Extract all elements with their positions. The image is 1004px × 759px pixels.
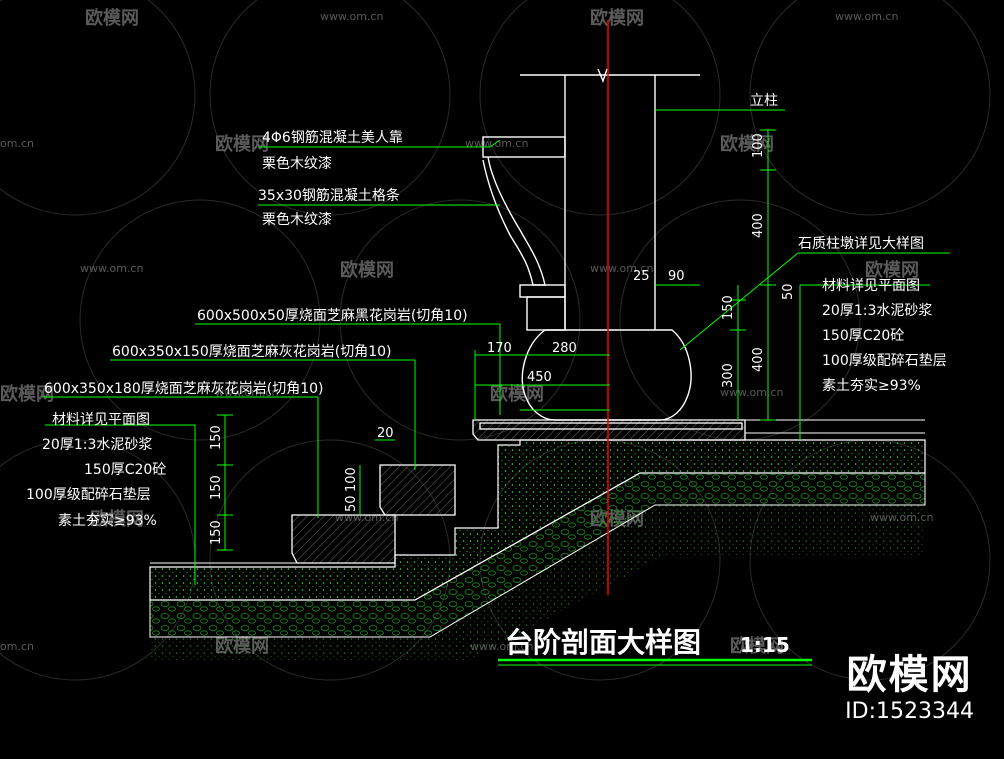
- svg-text:90: 90: [668, 269, 685, 284]
- svg-text:100: 100: [344, 467, 359, 492]
- step-top: [472, 419, 746, 441]
- column-assembly: [482, 68, 700, 421]
- label-backrest-2: 栗色木纹漆: [262, 155, 332, 172]
- layer-list-left: 材料详见平面图 20厚1:3水泥砂浆 150厚C20砼 100厚级配碎石垫层 素…: [26, 412, 166, 529]
- step-low: [291, 514, 396, 564]
- svg-text:素土夯实≥93%: 素土夯实≥93%: [58, 513, 157, 529]
- svg-text:欧模网: 欧模网: [490, 383, 544, 405]
- svg-text:25: 25: [633, 269, 650, 284]
- svg-text:150: 150: [209, 520, 224, 545]
- svg-text:om.cn: om.cn: [0, 137, 34, 150]
- svg-text:50: 50: [344, 495, 359, 512]
- label-column: 立柱: [750, 93, 778, 109]
- svg-text:欧模网: 欧模网: [590, 7, 644, 29]
- granite-steps: [291, 419, 746, 564]
- svg-text:450: 450: [527, 370, 552, 385]
- svg-text:材料详见平面图: 材料详见平面图: [52, 412, 150, 428]
- svg-text:欧模网: 欧模网: [90, 508, 144, 530]
- svg-text:www.om.cn: www.om.cn: [215, 386, 278, 399]
- label-slab-mid: 600x350x150厚烧面芝麻灰花岗岩(切角10): [112, 344, 391, 360]
- label-slab-low: 600x350x180厚烧面芝麻灰花岗岩(切角10): [44, 381, 323, 397]
- svg-text:280: 280: [552, 341, 577, 356]
- svg-text:www.om.cn: www.om.cn: [465, 137, 528, 150]
- svg-text:www.om.cn: www.om.cn: [320, 10, 383, 23]
- annotation-labels: 立柱 4Φ6钢筋混凝土美人靠 栗色木纹漆 35x30钢筋混凝土格条 栗色木纹漆 …: [44, 93, 924, 397]
- step-mid: [379, 464, 456, 516]
- svg-text:素土夯实≥93%: 素土夯实≥93%: [822, 378, 921, 394]
- svg-text:欧模网: 欧模网: [865, 259, 919, 281]
- brand-watermark: 欧模网 ID:1523344: [845, 652, 974, 726]
- label-slat-1: 35x30钢筋混凝土格条: [258, 187, 400, 204]
- svg-text:材料详见平面图: 材料详见平面图: [822, 278, 920, 294]
- svg-text:欧模网: 欧模网: [340, 259, 394, 281]
- svg-text:欧模网: 欧模网: [0, 383, 54, 405]
- svg-text:欧模网: 欧模网: [85, 7, 139, 29]
- drawing-title: 台阶剖面大样图: [505, 626, 701, 659]
- leader-lines: [42, 109, 950, 585]
- brand-id: ID:1523344: [845, 699, 974, 724]
- svg-text:100厚级配碎石垫层: 100厚级配碎石垫层: [822, 353, 947, 369]
- svg-text:150: 150: [209, 425, 224, 450]
- label-backrest-1: 4Φ6钢筋混凝土美人靠: [262, 129, 403, 146]
- layer-list-right: 材料详见平面图 20厚1:3水泥砂浆 150厚C20砼 100厚级配碎石垫层 素…: [822, 278, 947, 394]
- svg-text:400: 400: [751, 347, 766, 372]
- svg-text:www.om.cn: www.om.cn: [835, 10, 898, 23]
- label-slat-2: 栗色木纹漆: [262, 211, 332, 228]
- svg-text:150厚C20砼: 150厚C20砼: [84, 462, 166, 478]
- label-pier-ref: 石质柱墩详见大样图: [798, 236, 924, 252]
- drawing-scale: 1:15: [740, 633, 790, 657]
- svg-text:20厚1:3水泥砂浆: 20厚1:3水泥砂浆: [822, 303, 932, 319]
- svg-text:150: 150: [721, 295, 736, 320]
- ground-section: [149, 419, 926, 660]
- svg-text:50: 50: [781, 283, 796, 300]
- svg-text:欧模网: 欧模网: [730, 635, 784, 657]
- label-slab-top: 600x500x50厚烧面芝麻黑花岗岩(切角10): [197, 308, 468, 324]
- svg-text:om.cn: om.cn: [0, 640, 34, 653]
- svg-text:20: 20: [377, 426, 394, 441]
- svg-text:400: 400: [751, 213, 766, 238]
- svg-text:www.om.cn: www.om.cn: [590, 262, 653, 275]
- stone-pier: [521, 329, 692, 421]
- svg-text:150: 150: [209, 475, 224, 500]
- svg-text:170: 170: [487, 341, 512, 356]
- svg-text:欧模网: 欧模网: [215, 133, 269, 155]
- svg-text:100厚级配碎石垫层: 100厚级配碎石垫层: [26, 487, 151, 503]
- svg-text:100: 100: [751, 133, 766, 158]
- brand-name: 欧模网: [846, 652, 973, 698]
- svg-text:300: 300: [721, 363, 736, 388]
- dimension-values: 100 400 25 90 50 150 400 300 170 280 450…: [209, 133, 796, 545]
- svg-text:20厚1:3水泥砂浆: 20厚1:3水泥砂浆: [42, 437, 152, 453]
- svg-text:欧模网: 欧模网: [720, 133, 774, 155]
- soil-layer: [150, 505, 925, 660]
- svg-text:www.om.cn: www.om.cn: [80, 262, 143, 275]
- svg-text:150厚C20砼: 150厚C20砼: [822, 328, 904, 344]
